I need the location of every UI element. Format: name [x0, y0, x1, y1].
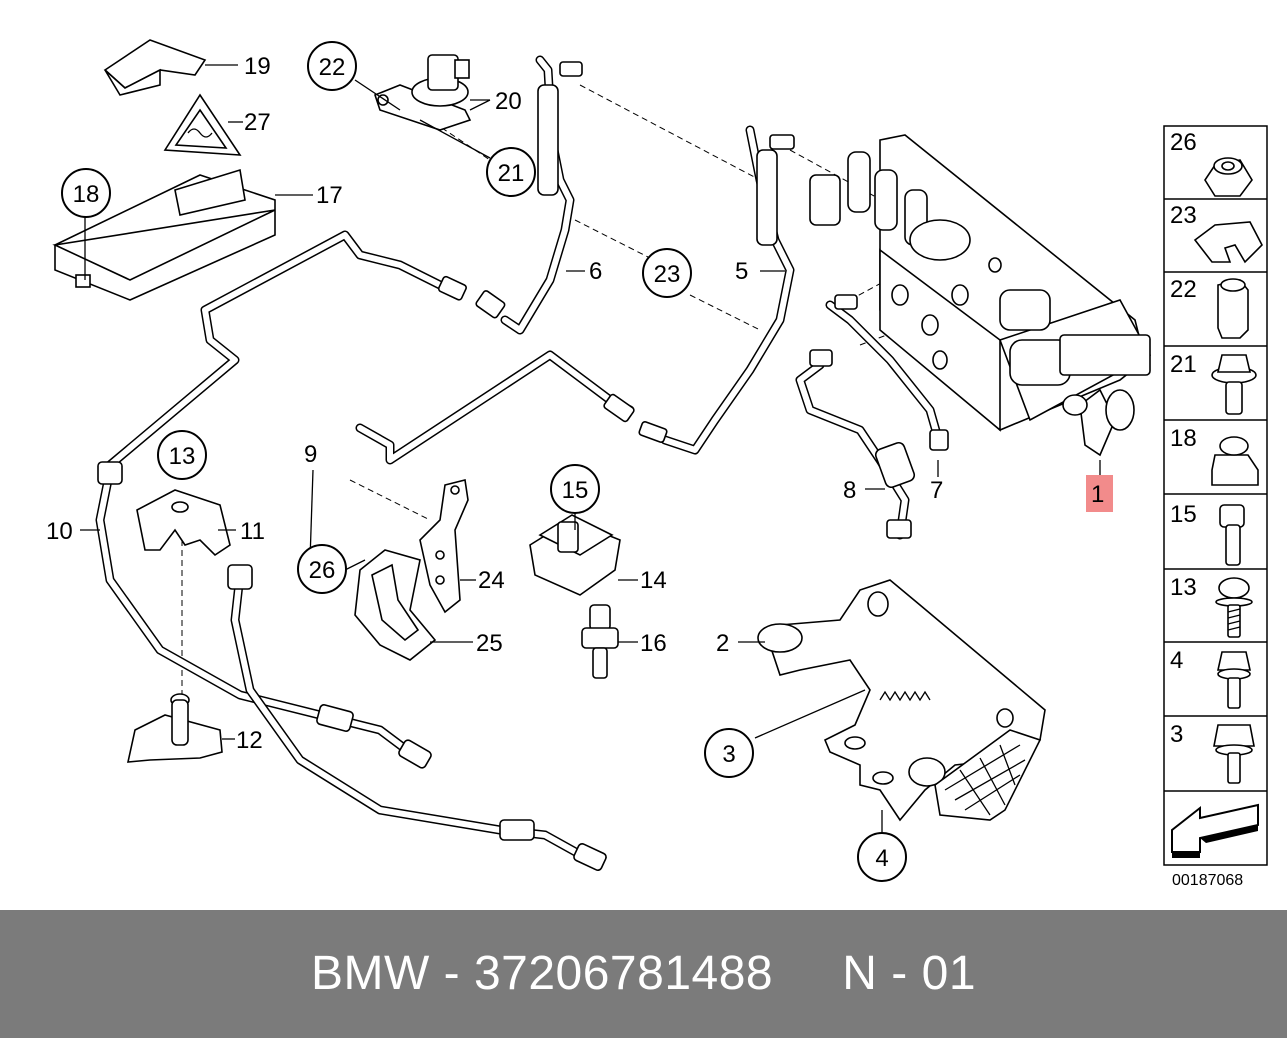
pipe-fittings [97, 61, 949, 871]
label-5: 5 [735, 258, 748, 285]
pin-icon [1219, 504, 1245, 566]
label-24: 24 [478, 567, 505, 594]
clamp-part-11[interactable] [136, 489, 231, 557]
legend-num-21: 21 [1170, 351, 1197, 378]
callout-18[interactable]: 18 [61, 168, 111, 218]
callout-23-label: 23 [654, 261, 681, 288]
legend-item-3[interactable]: 3 [1170, 721, 1255, 784]
cap-nut-icon [1211, 436, 1259, 486]
valve-block-part-1[interactable] [809, 134, 1152, 457]
callout-3-label: 3 [722, 741, 735, 768]
screw-icon [1215, 577, 1253, 638]
legend-num-26: 26 [1170, 129, 1197, 156]
legend-item-21[interactable]: 21 [1170, 351, 1257, 415]
footer-brand: BMW [310, 947, 430, 1000]
legend-item-22[interactable]: 22 [1170, 276, 1249, 339]
footer-gap [773, 947, 842, 1000]
callout-22[interactable]: 22 [307, 41, 357, 91]
label-6: 6 [589, 258, 602, 285]
bracket-part-25[interactable] [354, 549, 437, 661]
clip-icon [1193, 221, 1263, 264]
legend-item-15[interactable]: 15 [1170, 501, 1245, 566]
diagram-code: 00187068 [1172, 872, 1243, 889]
callout-15-label: 15 [562, 477, 589, 504]
legend-item-23[interactable]: 23 [1170, 202, 1263, 264]
bracket-part-24[interactable] [419, 479, 469, 614]
callout-26[interactable]: 26 [297, 544, 347, 594]
label-7: 7 [930, 477, 943, 504]
legend-item-13[interactable]: 13 [1170, 574, 1253, 638]
hardware-legend: 26 23 22 21 [1163, 125, 1268, 866]
callout-23[interactable]: 23 [642, 248, 692, 298]
bracket-part-12[interactable] [126, 693, 223, 763]
callout-15[interactable]: 15 [550, 464, 600, 514]
label-11: 11 [240, 518, 265, 545]
pressure-switch-part-20[interactable] [374, 54, 472, 131]
mount-part-14[interactable] [529, 514, 621, 596]
legend-num-4: 4 [1170, 647, 1183, 674]
exploded-parts-diagram: 22 21 18 23 13 15 26 3 4 19 27 17 20 6 5… [46, 39, 1268, 889]
legend-num-22: 22 [1170, 276, 1197, 303]
callout-4[interactable]: 4 [857, 832, 907, 882]
legend-num-23: 23 [1170, 202, 1197, 229]
legend-num-13: 13 [1170, 574, 1197, 601]
hex-bolt-icon [1217, 278, 1249, 339]
label-2: 2 [716, 630, 729, 657]
control-unit-part-17[interactable] [52, 168, 276, 301]
collar-bolt-icon [1211, 354, 1257, 415]
bolt-icon [1217, 651, 1251, 709]
footer-part-number: 37206781488 [473, 947, 774, 1000]
pedal-bracket-parts-2-3-4[interactable] [757, 579, 1046, 822]
leader-lines [80, 64, 1101, 835]
legend-item-18[interactable]: 18 [1170, 425, 1259, 486]
flange-bolt-icon [1213, 724, 1255, 784]
legend-item-4[interactable]: 4 [1170, 647, 1251, 709]
label-17: 17 [316, 182, 343, 209]
pin-part-16[interactable] [581, 604, 619, 679]
callout-13[interactable]: 13 [157, 430, 207, 480]
label-9: 9 [304, 441, 317, 468]
label-12: 12 [236, 727, 263, 754]
callout-22-label: 22 [319, 54, 346, 81]
legend-num-3: 3 [1170, 721, 1183, 748]
footer-bar: BMW - 37206781488 N - 01 [0, 910, 1287, 1038]
callout-21[interactable]: 21 [486, 147, 536, 197]
legend-num-18: 18 [1170, 425, 1197, 452]
label-10: 10 [46, 518, 73, 545]
footer-sep: - [429, 947, 474, 1000]
callout-18-label: 18 [73, 181, 100, 208]
label-1: 1 [1091, 481, 1104, 508]
label-19: 19 [244, 53, 271, 80]
direction-arrow-icon [1171, 803, 1259, 858]
clip-part-19[interactable] [103, 39, 207, 96]
callout-26-label: 26 [309, 557, 336, 584]
nut-icon [1204, 157, 1253, 197]
highlighted-part-1-callout[interactable]: 1 [1086, 475, 1113, 512]
callout-4-label: 4 [875, 845, 888, 872]
legend-item-26[interactable]: 26 [1170, 129, 1253, 197]
label-25: 25 [476, 630, 503, 657]
legend-num-15: 15 [1170, 501, 1197, 528]
footer-part-info: BMW - 37206781488 N - 01 [0, 910, 1287, 1038]
callout-3[interactable]: 3 [704, 728, 754, 778]
label-27: 27 [244, 109, 271, 136]
label-16: 16 [640, 630, 667, 657]
callout-13-label: 13 [169, 443, 196, 470]
label-14: 14 [640, 567, 667, 594]
warning-label-part-27[interactable] [163, 93, 242, 156]
label-8: 8 [843, 477, 856, 504]
footer-variant: N - 01 [842, 947, 977, 1000]
label-20: 20 [495, 88, 522, 115]
callout-21-label: 21 [498, 160, 525, 187]
